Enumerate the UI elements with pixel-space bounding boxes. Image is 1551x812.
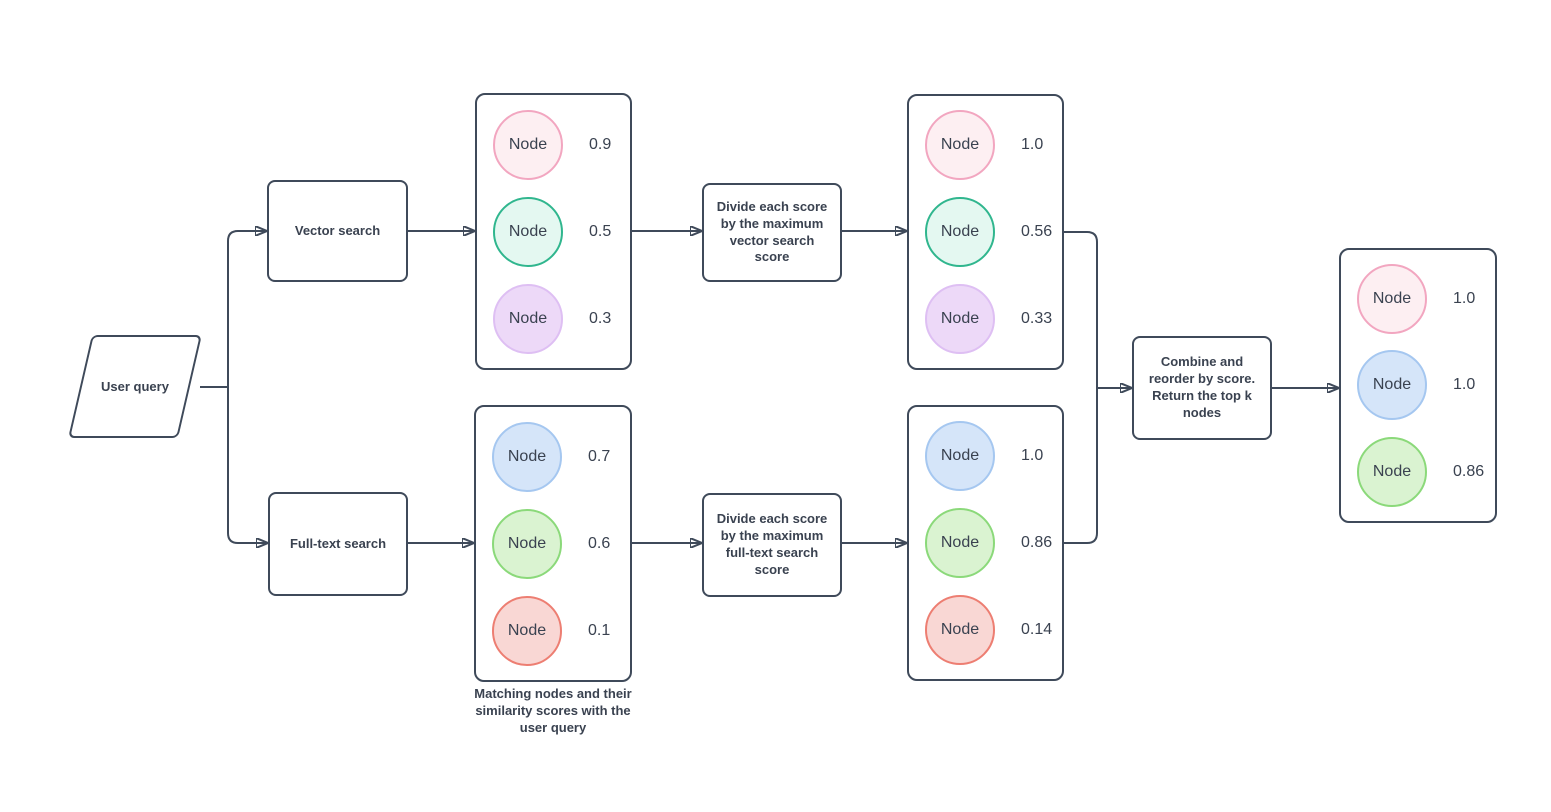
fulltext-normalized-panel: Node 1.0 Node 0.86 Node 0.14 [907,405,1064,681]
node-label: Node [508,222,548,240]
fulltext-search-label: Full-text search [289,535,387,551]
node-circle-green: Node [1357,436,1427,507]
node-circle-green: Node [492,508,562,579]
node-score: 0.1 [588,621,611,639]
node-circle-pink: Node [1357,264,1427,335]
node-row: Node 0.5 [477,196,630,267]
edge-vectornorm-to-merge [1064,231,1098,388]
fulltext-results-panel: Node 0.7 Node 0.6 Node 0.1 [474,405,632,682]
node-circle-red: Node [492,595,562,666]
node-label: Node [940,533,980,551]
node-label: Node [1372,290,1412,308]
node-circle-purple: Node [493,283,563,354]
node-row: Node 1.0 [909,110,1062,181]
node-score: 1.0 [1021,447,1044,465]
divide-fulltext-score-label: Divide each score by the maximum full-te… [716,511,828,577]
node-row: Node 0.33 [909,283,1062,354]
node-label: Node [507,534,547,552]
node-score: 0.7 [588,447,611,465]
node-score: 0.86 [1453,462,1485,480]
node-label: Node [1372,376,1412,394]
node-circle-pink: Node [493,109,563,180]
fulltext-search-box: Full-text search [268,492,408,596]
node-row: Node 1.0 [909,421,1062,492]
node-label: Node [940,620,980,638]
node-label: Node [1372,462,1412,480]
node-circle-blue: Node [1357,350,1427,421]
node-label: Node [508,135,548,153]
node-label: Node [940,222,980,240]
node-label: Node [940,309,980,327]
vector-results-panel: Node 0.9 Node 0.5 Node 0.3 [475,93,632,370]
node-score: 1.0 [1021,136,1044,154]
edge-userquery-to-fulltext [227,387,267,543]
node-score: 1.0 [1453,290,1476,308]
node-row: Node 0.9 [477,109,630,180]
node-label: Node [507,447,547,465]
node-score: 1.0 [1453,376,1476,394]
node-circle-green: Node [925,507,995,578]
divide-vector-score-label: Divide each score by the maximum vector … [716,198,828,265]
node-score: 0.33 [1021,309,1053,327]
edge-userquery-to-vector [227,231,266,387]
divide-fulltext-score-box: Divide each score by the maximum full-te… [702,493,842,597]
node-label: Node [940,447,980,465]
combine-reorder-label: Combine and reorder by score. Return the… [1148,354,1256,420]
vector-normalized-panel: Node 1.0 Node 0.56 Node 0.33 [907,94,1064,370]
node-score: 0.5 [589,222,612,240]
divide-vector-score-box: Divide each score by the maximum vector … [702,183,842,282]
vector-search-box: Vector search [267,180,408,282]
vector-search-label: Vector search [294,222,381,238]
node-row: Node 0.6 [476,508,630,579]
edge-fulltextnorm-to-merge [1064,388,1098,544]
node-score: 0.6 [588,534,611,552]
combine-reorder-box: Combine and reorder by score. Return the… [1132,336,1272,440]
node-row: Node 0.14 [909,594,1062,665]
node-row: Node 1.0 [1341,350,1495,421]
node-score: 0.86 [1021,533,1053,551]
node-circle-blue: Node [492,421,562,492]
user-query-label: User query [101,379,169,394]
node-row: Node 0.56 [909,196,1062,267]
node-circle-purple: Node [925,283,995,354]
node-label: Node [508,309,548,327]
node-circle-teal: Node [493,196,563,267]
node-label: Node [507,621,547,639]
node-row: Node 0.3 [477,283,630,354]
final-results-panel: Node 1.0 Node 1.0 Node 0.86 [1339,248,1497,523]
node-score: 0.56 [1021,222,1053,240]
node-row: Node 0.86 [909,507,1062,578]
node-circle-teal: Node [925,196,995,267]
node-score: 0.14 [1021,620,1053,638]
node-circle-pink: Node [925,110,995,181]
node-row: Node 0.86 [1341,436,1495,507]
node-circle-red: Node [925,594,995,665]
node-label: Node [940,136,980,154]
node-row: Node 1.0 [1341,264,1495,335]
node-score: 0.3 [589,309,612,327]
node-row: Node 0.7 [476,421,630,492]
node-score: 0.9 [589,135,612,153]
node-row: Node 0.1 [476,595,630,666]
node-circle-blue: Node [925,421,995,492]
diagram-caption: Matching nodes and their similarity scor… [474,686,632,735]
